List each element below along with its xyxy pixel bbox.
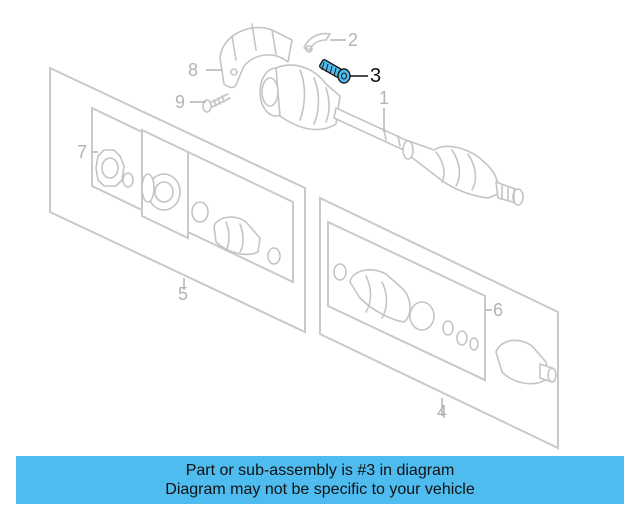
assembly-frame-4 bbox=[319, 196, 559, 450]
callout-8[interactable]: 8 bbox=[188, 60, 198, 80]
callout-2[interactable]: 2 bbox=[348, 30, 358, 50]
inner-cv-joint-kit-part-7[interactable] bbox=[95, 149, 134, 188]
callout-1[interactable]: 1 bbox=[379, 88, 389, 108]
info-banner: Part or sub-assembly is #3 in diagram Di… bbox=[16, 456, 624, 504]
callout-9[interactable]: 9 bbox=[175, 92, 185, 112]
callout-6[interactable]: 6 bbox=[493, 300, 503, 320]
parts-diagram: 1 2 3 4 5 6 7 8 9 bbox=[49, 23, 559, 450]
callout-4[interactable]: 4 bbox=[437, 402, 447, 422]
bolt-part-3[interactable] bbox=[319, 59, 351, 84]
callout-7[interactable]: 7 bbox=[77, 142, 87, 162]
bolt-part-9[interactable] bbox=[202, 93, 231, 113]
heat-shield-part-8[interactable] bbox=[219, 23, 293, 89]
clip-part-2[interactable] bbox=[303, 32, 331, 53]
callout-5[interactable]: 5 bbox=[178, 284, 188, 304]
callout-3[interactable]: 3 bbox=[370, 65, 381, 87]
assembly-frame-6 bbox=[327, 220, 486, 382]
banner-line-2: Diagram may not be specific to your vehi… bbox=[165, 481, 475, 498]
inner-joint-components-part-5[interactable] bbox=[141, 173, 281, 265]
axle-shaft-part-1[interactable] bbox=[259, 64, 524, 206]
assembly-frame-5 bbox=[49, 66, 306, 334]
banner-line-1: Part or sub-assembly is #3 in diagram bbox=[185, 462, 455, 479]
assembly-frame-inner-5b bbox=[187, 150, 294, 284]
outer-joint-components-part-4[interactable] bbox=[333, 263, 557, 385]
